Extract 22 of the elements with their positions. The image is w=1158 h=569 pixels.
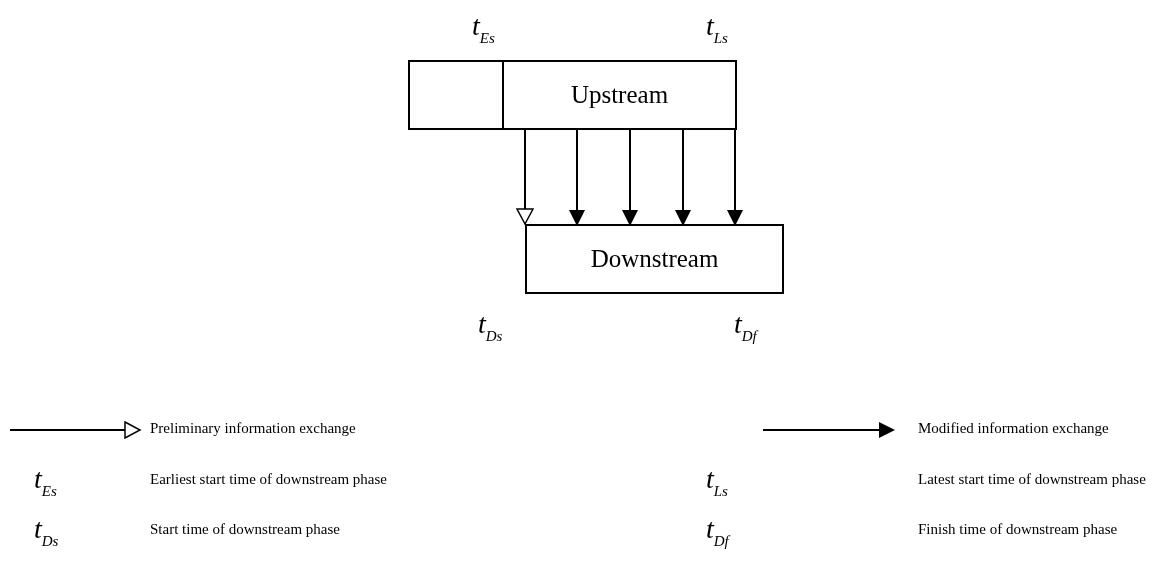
time-symbol: t$_{Ls}$ (706, 12, 728, 46)
arrow (675, 128, 691, 226)
time-symbol: t$_{Es}$ (472, 12, 495, 46)
legend-text: Modified information exchange (918, 421, 1109, 436)
arrow (727, 128, 743, 226)
time-symbol: t$_{Df}$ (706, 515, 729, 549)
arrow (622, 128, 638, 226)
time-symbol: t$_{Ls}$ (706, 465, 728, 499)
legend-text: Preliminary information exchange (150, 421, 356, 436)
time-symbol: t$_{Ds}$ (34, 515, 59, 549)
legend-text: Start time of downstream phase (150, 522, 340, 537)
process-box: Upstream (502, 60, 737, 130)
empty-cell (408, 60, 504, 130)
time-symbol: t$_{Ds}$ (478, 310, 503, 344)
legend-text: Earliest start time of downstream phase (150, 472, 387, 487)
legend-text: Finish time of downstream phase (918, 522, 1118, 537)
time-symbol: t$_{Es}$ (34, 465, 57, 499)
arrow (569, 128, 585, 226)
process-box: Downstream (525, 224, 784, 294)
arrow (516, 128, 534, 225)
legend-text: Latest start time of downstream phase (918, 472, 1146, 487)
time-symbol: t$_{Df}$ (734, 310, 757, 344)
